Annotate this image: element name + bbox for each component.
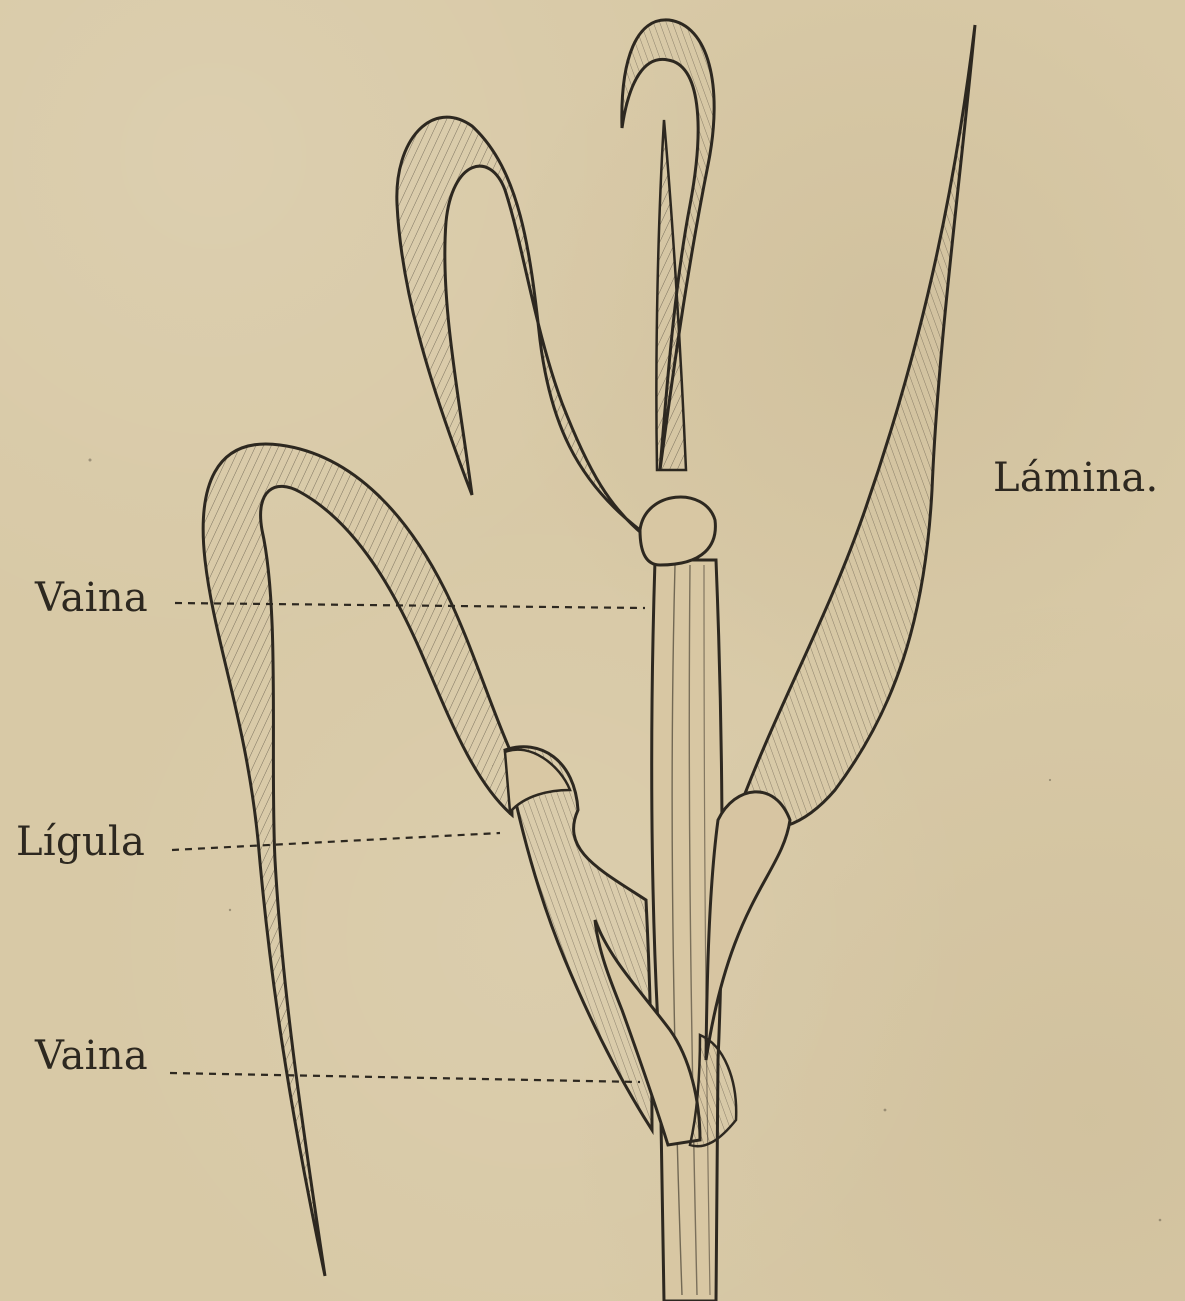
label-vaina-bottom: Vaina xyxy=(35,1036,148,1076)
right-lamina xyxy=(706,25,975,1060)
top-leaf-center-curl xyxy=(622,20,714,470)
leader-ligula xyxy=(172,833,500,850)
label-lamina: Lámina. xyxy=(993,458,1159,498)
label-ligula: Lígula xyxy=(16,822,145,862)
upper-node xyxy=(640,497,715,565)
main-arching-leaf xyxy=(203,444,652,1276)
top-leaf-left-curl xyxy=(397,117,650,540)
leader-vaina-bottom xyxy=(170,1073,640,1082)
label-vaina-top: Vaina xyxy=(35,578,148,618)
